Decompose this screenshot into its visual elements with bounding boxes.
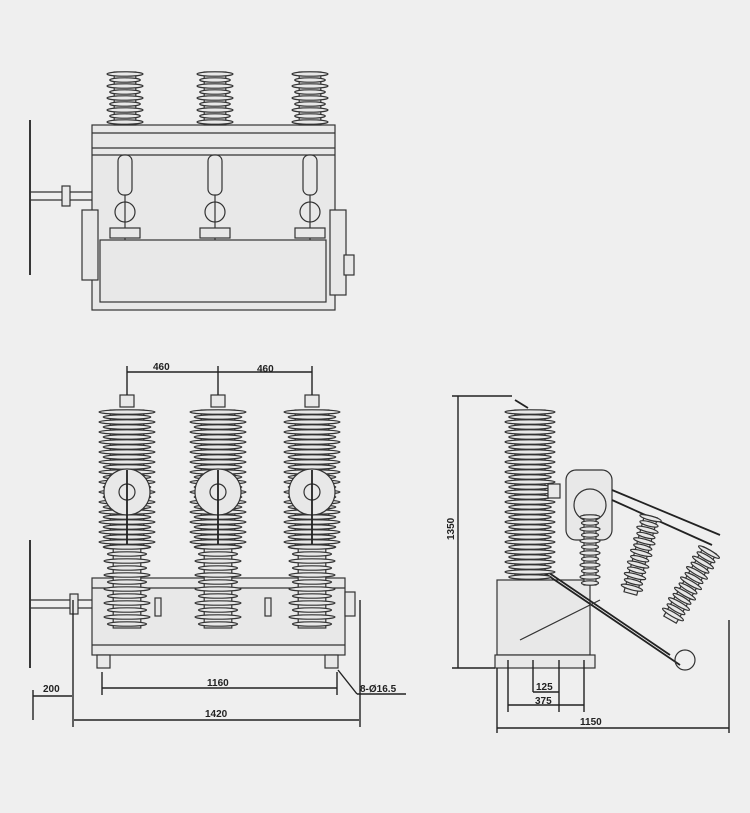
dim-1160: 1160	[207, 678, 229, 689]
mechanism-box	[99, 239, 327, 303]
lower-insulator	[194, 544, 242, 629]
lower-insulator	[103, 544, 151, 629]
dim-460-right: 460	[257, 364, 274, 375]
top-contact	[207, 154, 223, 196]
dim-200: 200	[43, 684, 60, 695]
side-view: 1350 125 375 1150	[446, 395, 730, 733]
dim-460-left: 460	[153, 362, 170, 373]
terminal-cap	[304, 394, 320, 408]
top-contact	[117, 154, 133, 196]
side-insulator	[504, 409, 556, 580]
top-insulator	[196, 71, 234, 126]
top-insulator	[291, 71, 329, 126]
lower-insulator	[288, 544, 336, 629]
side-arm-insulator	[620, 513, 662, 596]
top-insulator	[106, 71, 144, 126]
top-view	[29, 71, 355, 311]
side-arm-insulator	[661, 545, 721, 625]
top-contact	[302, 154, 318, 196]
dim-1420: 1420	[205, 709, 228, 720]
terminal-cap	[210, 394, 226, 408]
side-support-insulator	[579, 514, 601, 586]
dim-125: 125	[536, 682, 553, 693]
dim-375: 375	[535, 696, 552, 707]
terminal-cap	[119, 394, 135, 408]
dim-holes: 8-Ø16.5	[360, 684, 397, 695]
front-view: 460 460 200 1160 8-Ø16.5 1420	[29, 362, 406, 727]
dim-1150: 1150	[580, 717, 602, 728]
dim-1350: 1350	[446, 517, 457, 540]
